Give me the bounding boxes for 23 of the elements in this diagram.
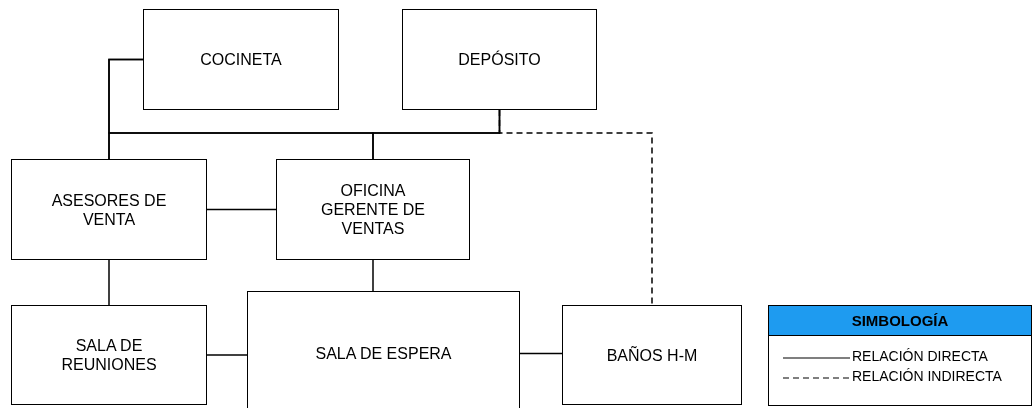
room-box — [562, 305, 742, 405]
room-label: COCINETA — [200, 50, 282, 69]
room-label: ASESORES DE VENTA — [50, 190, 168, 229]
room-box — [143, 9, 339, 110]
connector-line — [206, 208, 277, 211]
legend-title: SIMBOLOGÍA — [850, 312, 950, 329]
room-box — [276, 159, 470, 260]
room-box — [11, 159, 207, 260]
legend-label: RELACIÓN DIRECTA — [852, 348, 988, 364]
connector-line — [108, 259, 110, 306]
room-label: SALA DE REUNIONES — [60, 336, 158, 374]
room-box — [402, 9, 597, 110]
room-label: DEPÓSITO — [458, 50, 541, 69]
room-label: OFICINA GERENTE DE VENTAS — [320, 181, 426, 238]
room-box — [247, 291, 520, 408]
connector-line — [519, 352, 563, 355]
room-label: SALA DE ESPERA — [315, 344, 452, 363]
connector-line — [372, 259, 374, 292]
connector-line — [206, 354, 248, 356]
legend-label: RELACIÓN INDIRECTA — [852, 368, 1002, 384]
connector-line — [498, 109, 653, 306]
room-label: BAÑOS H-M — [606, 345, 698, 365]
room-box — [11, 305, 207, 405]
